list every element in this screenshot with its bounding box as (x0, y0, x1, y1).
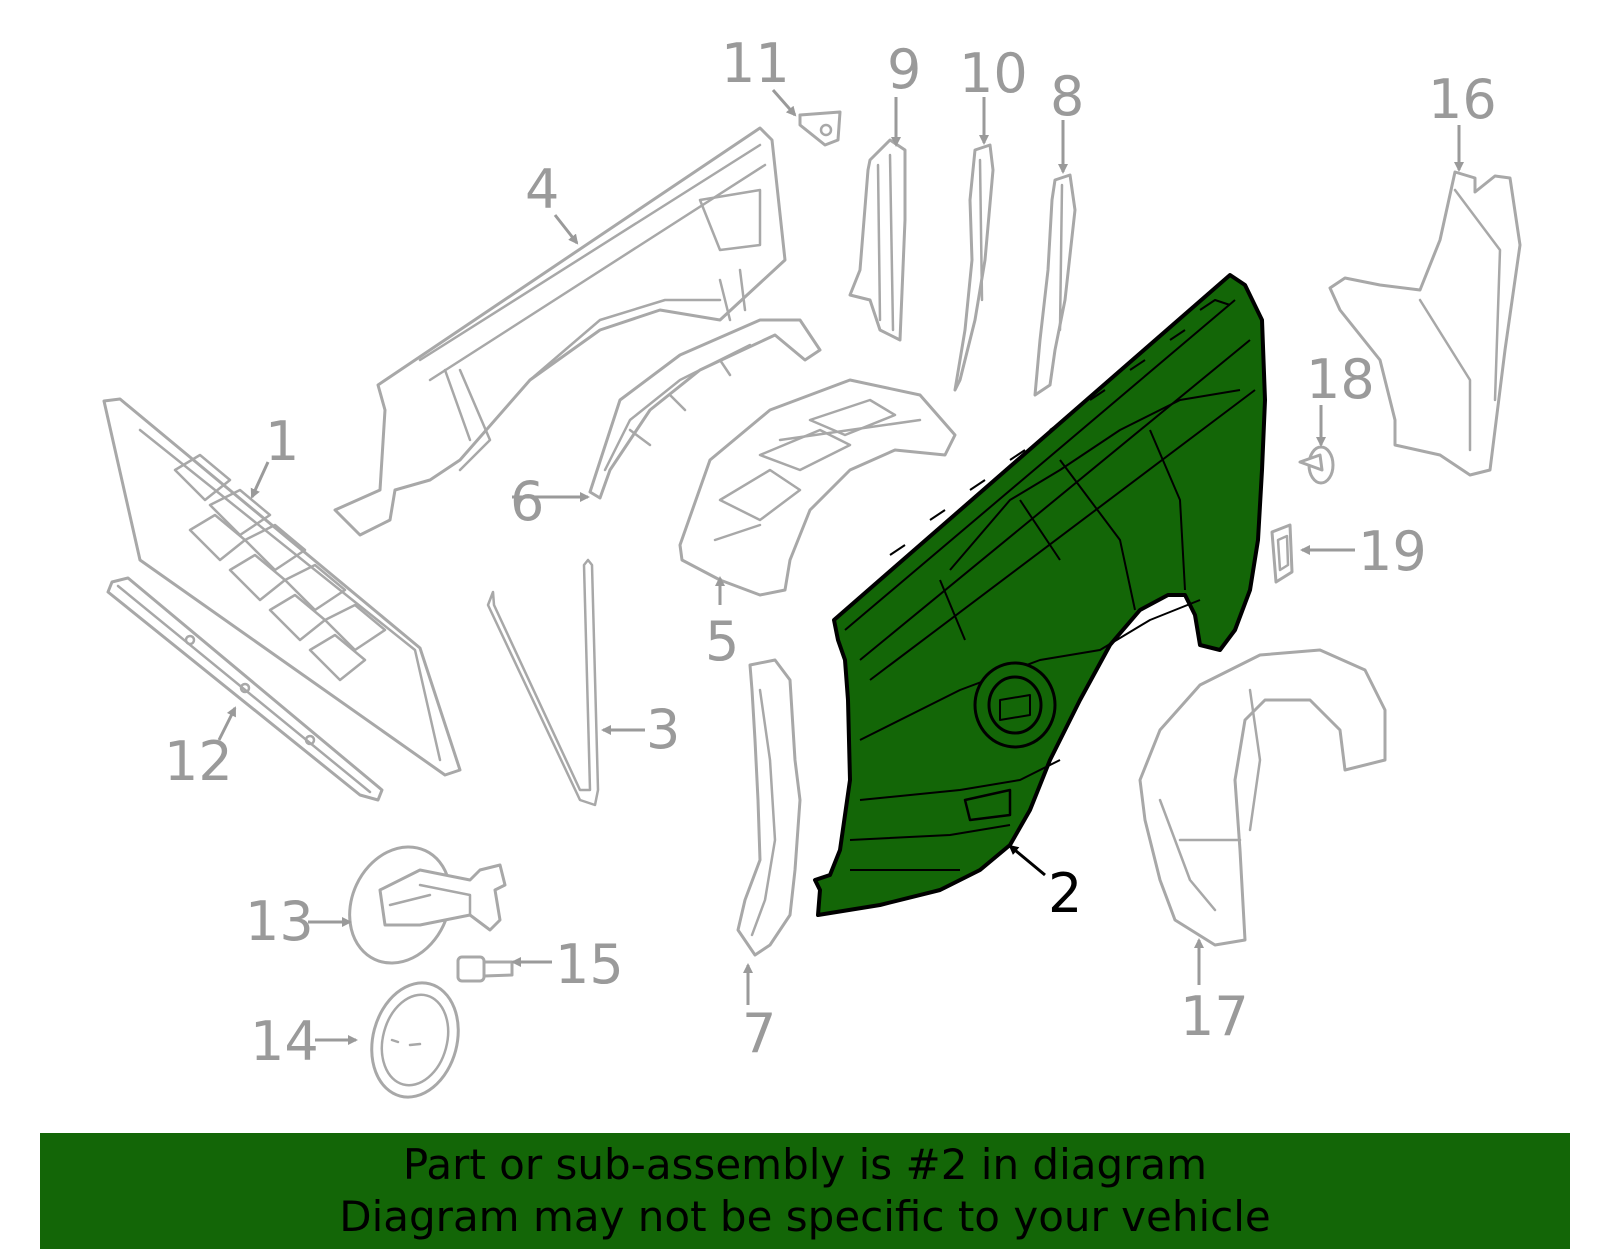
part-10-bracket (953, 143, 995, 392)
part-6-arch-reinforcement (588, 318, 822, 500)
callout-19: 19 (1358, 520, 1427, 583)
callout-17: 17 (1180, 985, 1249, 1048)
part-12-sill (106, 576, 384, 802)
part-5-wheelhouse (678, 378, 957, 597)
part-9-pillar (848, 138, 907, 342)
callout-16: 16 (1428, 68, 1497, 131)
callout-1: 1 (265, 410, 299, 473)
part-15-bolt (456, 955, 514, 983)
callouts: 1 2 3 4 5 6 7 8 9 10 11 12 13 14 15 16 1… (164, 32, 1497, 1073)
part-14-fuel-door (370, 981, 460, 1099)
part-3-seal (486, 558, 600, 807)
callout-12: 12 (164, 730, 233, 793)
banner-line-1: Part or sub-assembly is #2 in diagram (402, 1140, 1208, 1189)
part-4-inner-panel (333, 126, 787, 537)
callout-4: 4 (525, 158, 559, 221)
callout-18: 18 (1306, 348, 1375, 411)
callout-2: 2 (1048, 862, 1082, 925)
parts-diagram: 1 2 3 4 5 6 7 8 9 10 11 12 13 14 15 16 1… (102, 32, 1522, 1099)
callout-6: 6 (510, 470, 544, 533)
part-18-push-pin (1298, 445, 1335, 485)
callout-7: 7 (742, 1002, 776, 1065)
leader-lines (217, 89, 1464, 1045)
callout-15: 15 (555, 933, 624, 996)
part-17-wheel-liner (1138, 648, 1387, 947)
part-1-front-panel (102, 397, 462, 777)
part-16-splash-shield (1328, 170, 1522, 477)
part-8-bracket (1033, 173, 1077, 397)
part-2-quarter-panel (813, 273, 1267, 917)
info-banner: Part or sub-assembly is #2 in diagram Di… (40, 1133, 1570, 1249)
part-13-fuel-door-housing (348, 845, 507, 965)
callout-8: 8 (1050, 65, 1084, 128)
part-19-clip (1270, 523, 1294, 584)
callout-13: 13 (245, 890, 314, 953)
callout-11: 11 (721, 32, 790, 95)
part-7-extension (736, 658, 802, 957)
callout-14: 14 (250, 1010, 319, 1073)
callout-5: 5 (705, 610, 739, 673)
part-11-clip (798, 110, 842, 147)
callout-10: 10 (959, 42, 1028, 105)
banner-line-2: Diagram may not be specific to your vehi… (339, 1192, 1271, 1241)
callout-9: 9 (887, 38, 921, 101)
callout-3: 3 (646, 698, 680, 761)
